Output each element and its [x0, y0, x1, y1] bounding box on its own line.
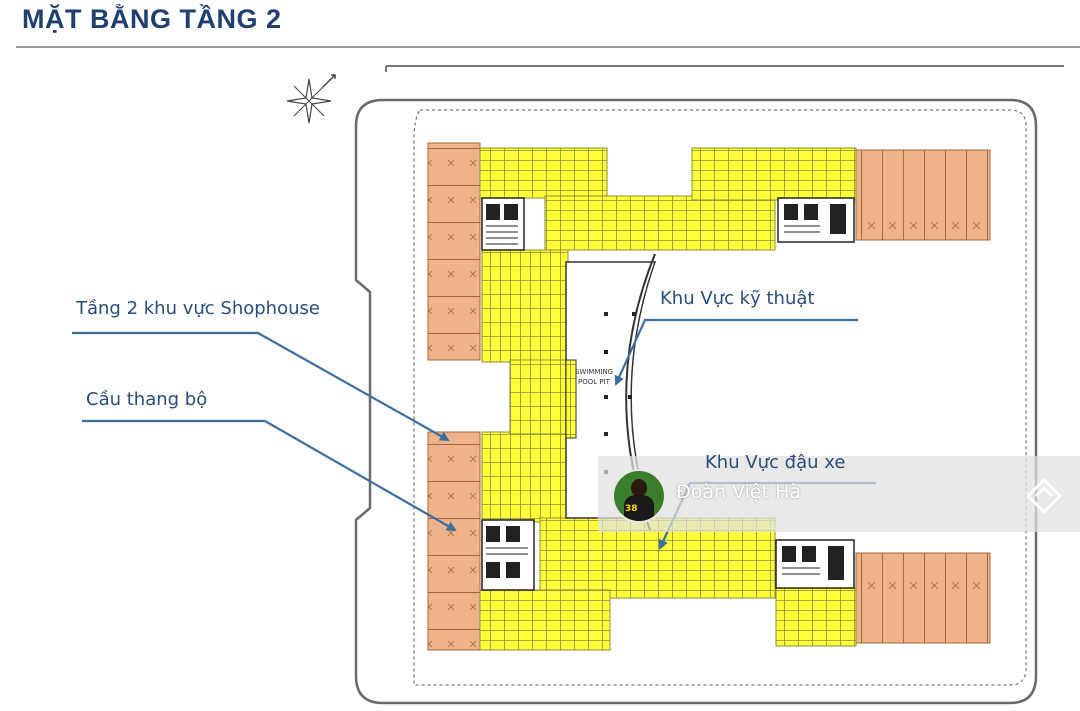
pool-pit-label-line2: POOL PIT: [578, 378, 611, 386]
avatar-badge: 38: [625, 504, 638, 514]
shophouse-left-upper: [427, 142, 481, 361]
pool-pit-label-line1: SWIMMING: [575, 368, 613, 376]
parking-bottom-right: [775, 587, 857, 647]
stair-core-bottom-right: [775, 539, 855, 589]
leader-stair: [82, 419, 457, 531]
parking-left-lower: [481, 431, 569, 523]
avatar: 38: [612, 469, 666, 523]
label-shophouse: Tầng 2 khu vực Shophouse: [76, 298, 320, 319]
diamond-logo-icon: [1025, 477, 1063, 515]
stair-core-top-left: [481, 197, 525, 251]
building-outline: [354, 98, 1038, 705]
title-divider: [16, 46, 1080, 48]
shophouse-right-upper: [855, 149, 991, 241]
parking-left-upper: [481, 249, 569, 363]
page-title: MẶT BẰNG TẦNG 2: [22, 4, 282, 34]
watermark-name: Đoàn Việt Hà: [676, 481, 802, 503]
shophouse-right-lower: [855, 552, 991, 644]
setback-line: [413, 109, 1027, 686]
site-boundary-line: [385, 65, 1064, 72]
label-technical-area: Khu Vực kỹ thuật: [660, 288, 815, 309]
watermark-band: [598, 456, 1080, 532]
stair-core-top-right: [777, 197, 855, 243]
parking-left-middle: [509, 359, 569, 435]
parking-top-right: [691, 147, 857, 201]
shophouse-left-lower: [427, 431, 481, 651]
compass-rose-icon: [286, 74, 336, 124]
leader-shophouse: [72, 331, 450, 441]
stair-core-bottom-left: [481, 519, 535, 591]
label-parking-area: Khu Vực đậu xe: [705, 452, 846, 473]
parking-top-left: [479, 147, 608, 199]
parking-bottom-left: [479, 589, 611, 651]
label-stair-bridge: Cầu thang bộ: [86, 389, 208, 410]
ramp: [565, 359, 577, 439]
leader-technical: [614, 318, 858, 386]
parking-top-center: [544, 195, 776, 251]
